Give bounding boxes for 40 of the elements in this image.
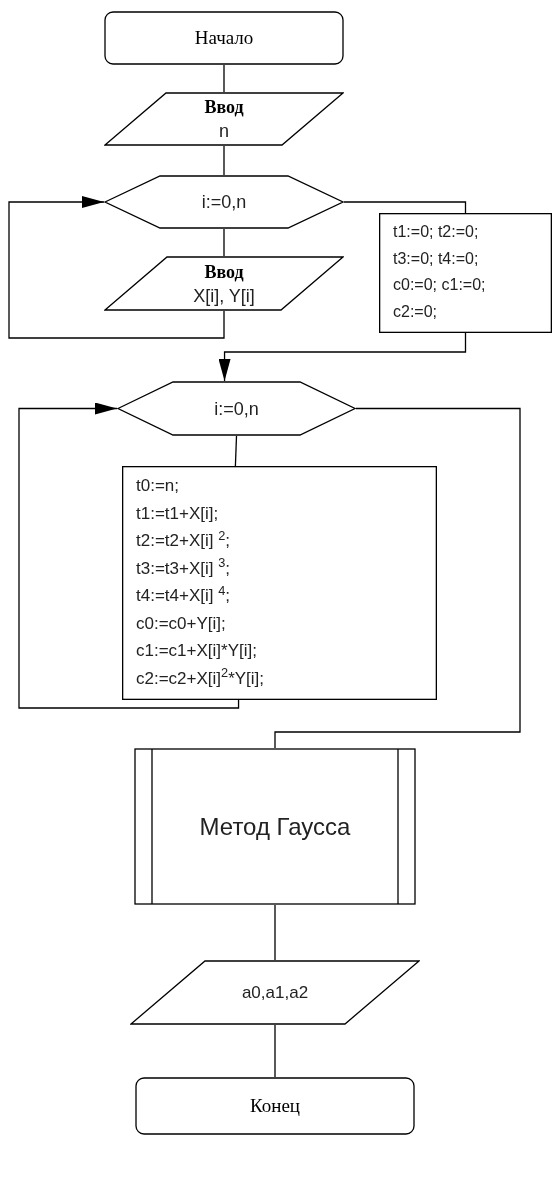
process-box — [122, 466, 437, 700]
process-box — [379, 213, 552, 333]
connector-line — [223, 228, 225, 257]
subroutine-label: Метод Гаусса — [199, 811, 351, 842]
statement: t0:=n; — [136, 475, 179, 497]
connector-line — [343, 201, 467, 214]
input-heading: Ввод — [204, 96, 244, 119]
output-label: a0,a1,a2 — [241, 981, 309, 1004]
connector-line — [234, 435, 238, 467]
statement: c2:=c2+X[i]$^{2}$*Y[i]; — [136, 664, 265, 690]
init-statements: t1:=0; t2:=0; t3:=0; t4:=0; c0:=0; c1:=0; c2:=0; — [393, 222, 487, 322]
statement: t2:=t2+X[i] $^{2}$; — [136, 527, 231, 552]
statement: t4:=t4+X[i] $^{4}$; — [136, 582, 231, 607]
statement: t3:=t3+X[i] $^{3}$; — [136, 554, 231, 580]
connector-line — [218, 332, 467, 382]
loop-hexagon — [117, 381, 356, 436]
statement: t1:=t1+X[i]; — [136, 502, 219, 525]
connector-line — [8, 196, 225, 339]
start-terminal — [104, 11, 344, 65]
connector-line — [274, 407, 521, 749]
loop-hexagon — [104, 175, 344, 229]
input-parallelogram — [104, 256, 344, 311]
connector-line — [223, 64, 225, 93]
statement: c0:=c0+Y[i]; — [136, 612, 226, 635]
end-label: Конец — [250, 1095, 300, 1117]
statement: c1:=c1+X[i]*Y[i]; — [136, 640, 257, 662]
connector-line — [274, 904, 276, 961]
output-parallelogram — [130, 960, 420, 1025]
loop-label: i:=0,n — [214, 397, 259, 420]
connector-line — [274, 1024, 276, 1078]
input-heading: Ввод — [204, 260, 244, 284]
connector-line — [18, 402, 240, 709]
subroutine-box — [134, 748, 416, 905]
input-parallelogram — [104, 92, 344, 146]
input-variable: X[i], Y[i] — [193, 284, 255, 308]
connector-line — [223, 145, 225, 176]
loop-label: i:=0,n — [201, 191, 247, 213]
start-label: Начало — [194, 27, 254, 49]
input-variable: n — [219, 120, 229, 143]
end-terminal — [135, 1077, 415, 1135]
